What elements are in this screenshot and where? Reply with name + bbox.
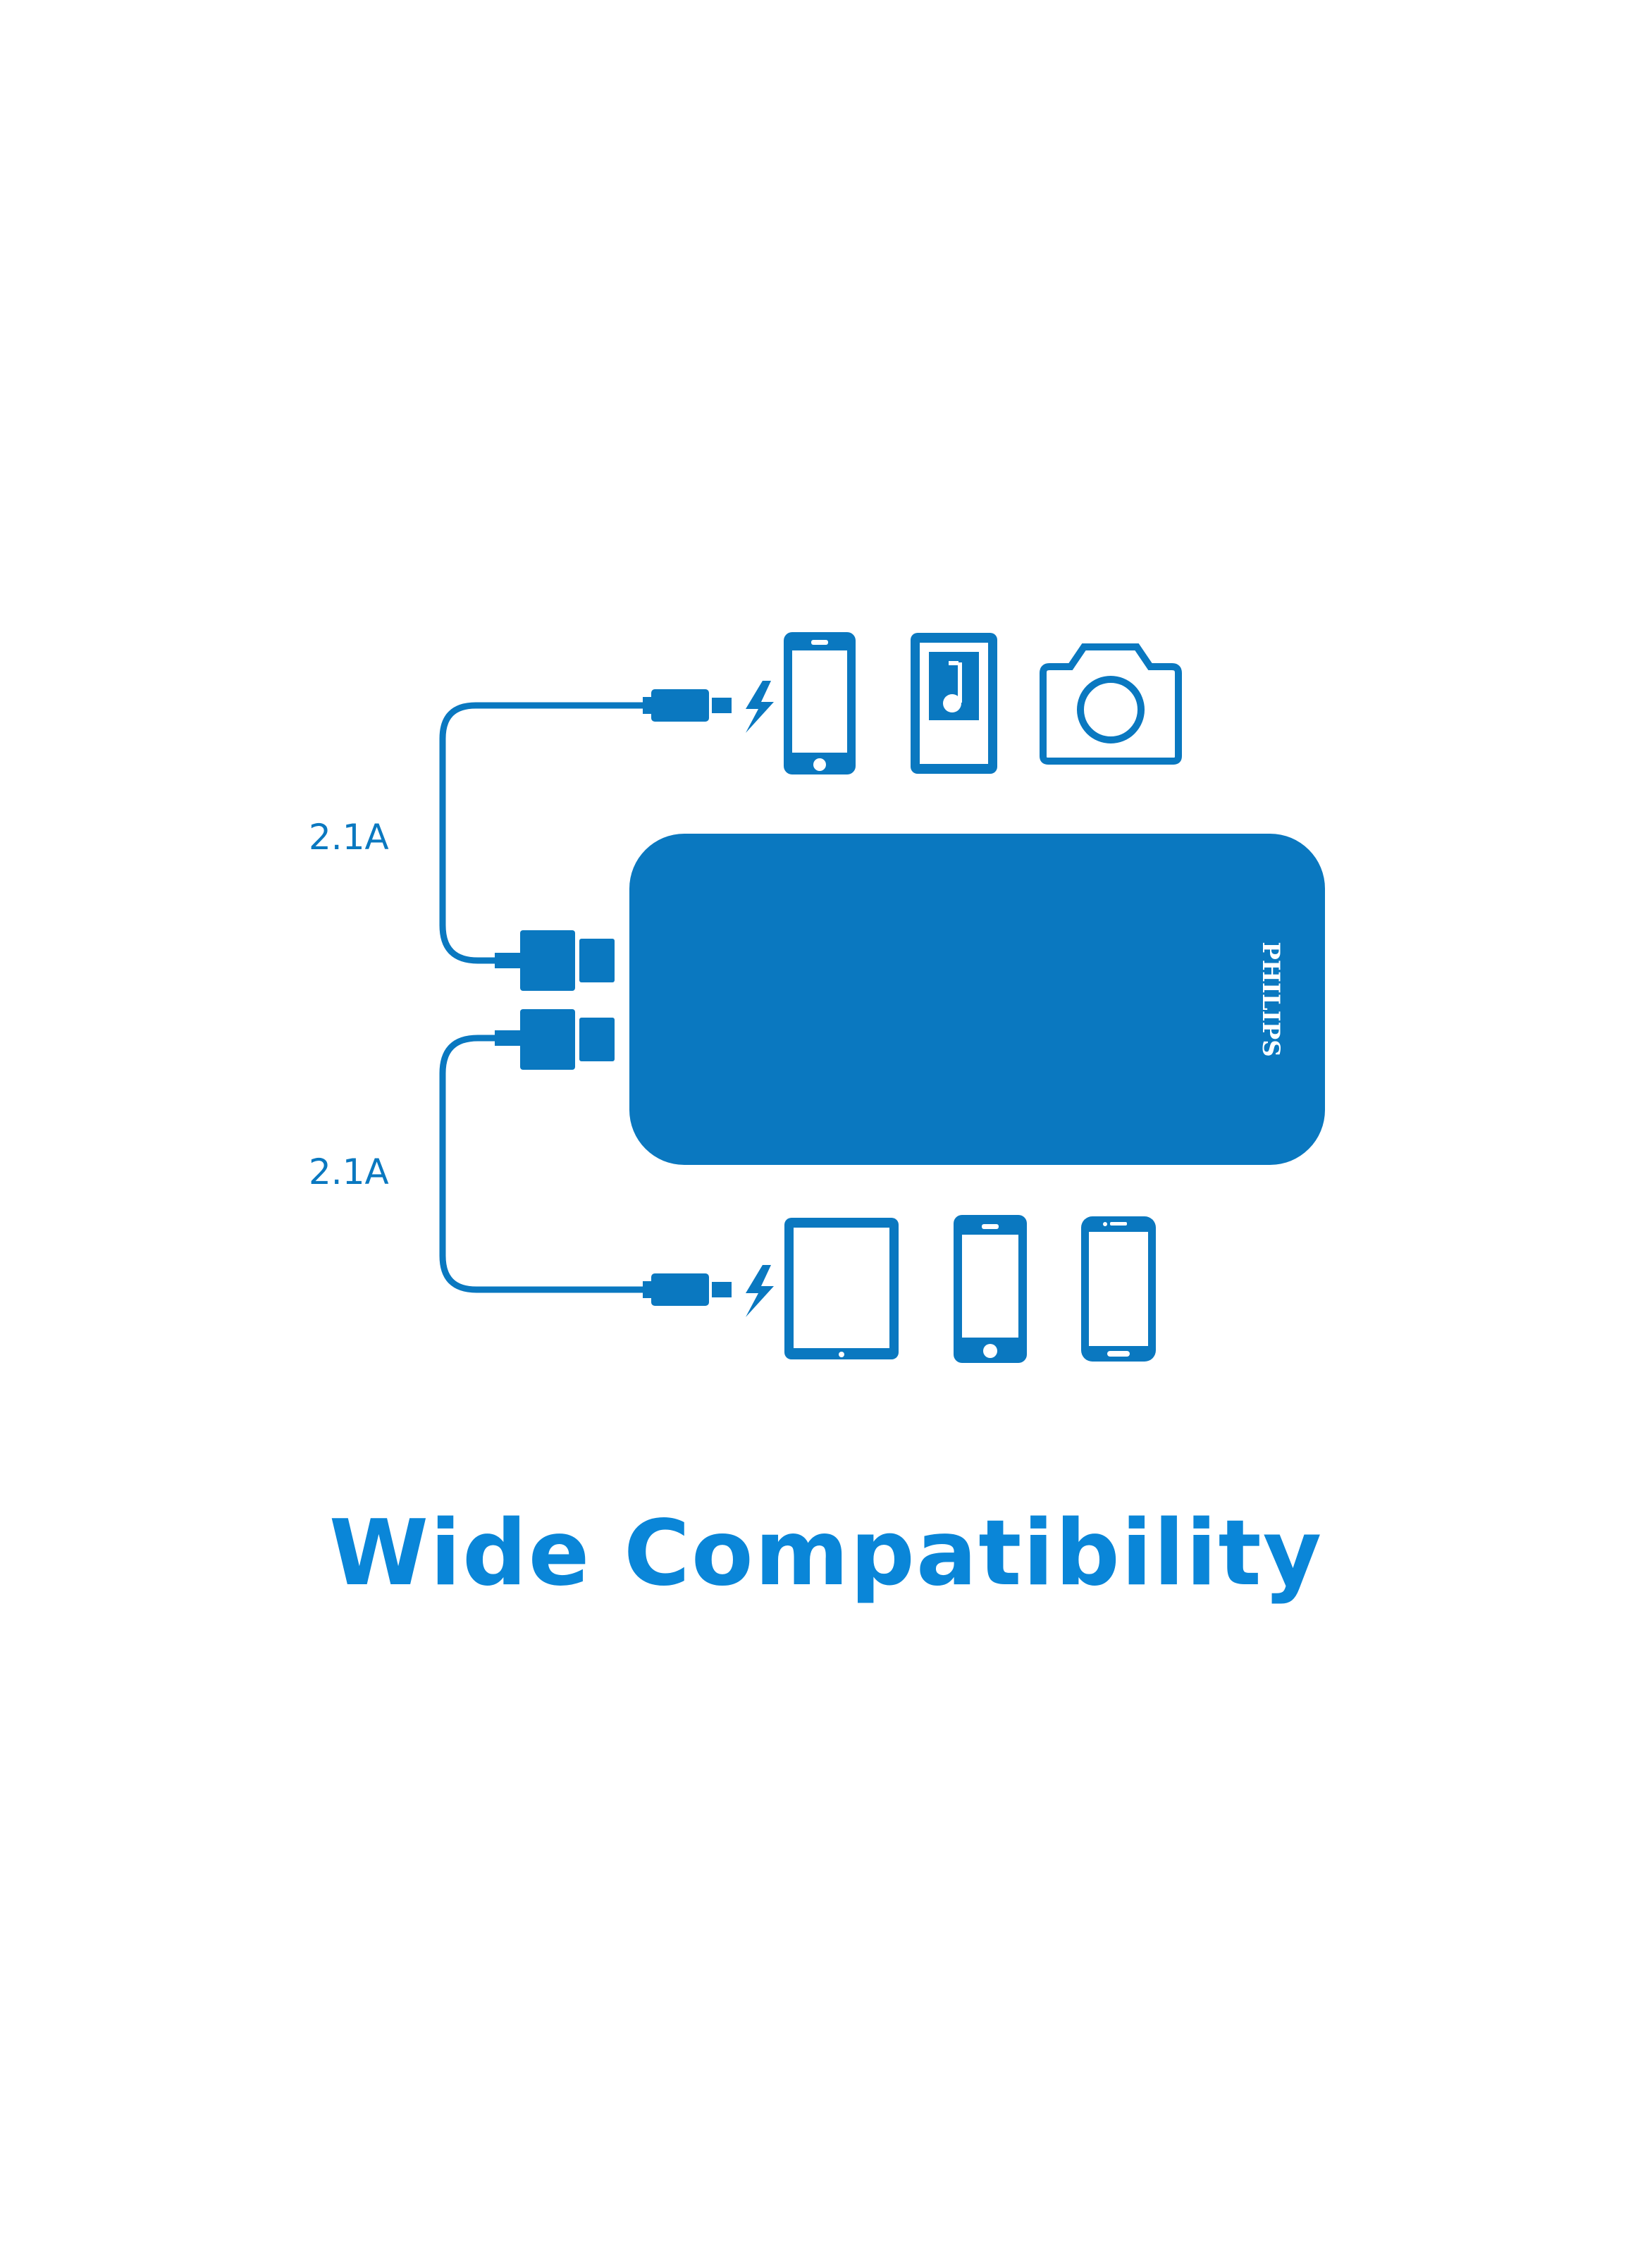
micro-usb-plug-top: [643, 689, 732, 722]
cable-top: [439, 702, 643, 964]
usb-connector-top: [495, 930, 615, 991]
page-title: Wide Compatibility: [328, 1501, 1324, 1606]
lightning-icon-bottom: [746, 1265, 774, 1317]
bottom-port-current-label: 2.1A: [309, 1152, 389, 1192]
music-player-icon: [911, 633, 997, 774]
tablet-icon: [784, 1218, 899, 1359]
android-phone-icon: [1081, 1216, 1156, 1362]
top-port-current-label: 2.1A: [309, 817, 389, 858]
cable-bottom: [439, 1035, 643, 1293]
power-bank: PHILIPS: [629, 834, 1325, 1165]
camera-icon: [1040, 643, 1182, 765]
micro-usb-plug-bottom: [643, 1273, 732, 1306]
smartphone-icon: [954, 1215, 1027, 1363]
smartphone-icon: [784, 632, 856, 774]
usb-connector-bottom: [495, 1009, 615, 1070]
lightning-icon-top: [746, 681, 774, 733]
power-bank-brand: PHILIPS: [1257, 942, 1285, 1057]
